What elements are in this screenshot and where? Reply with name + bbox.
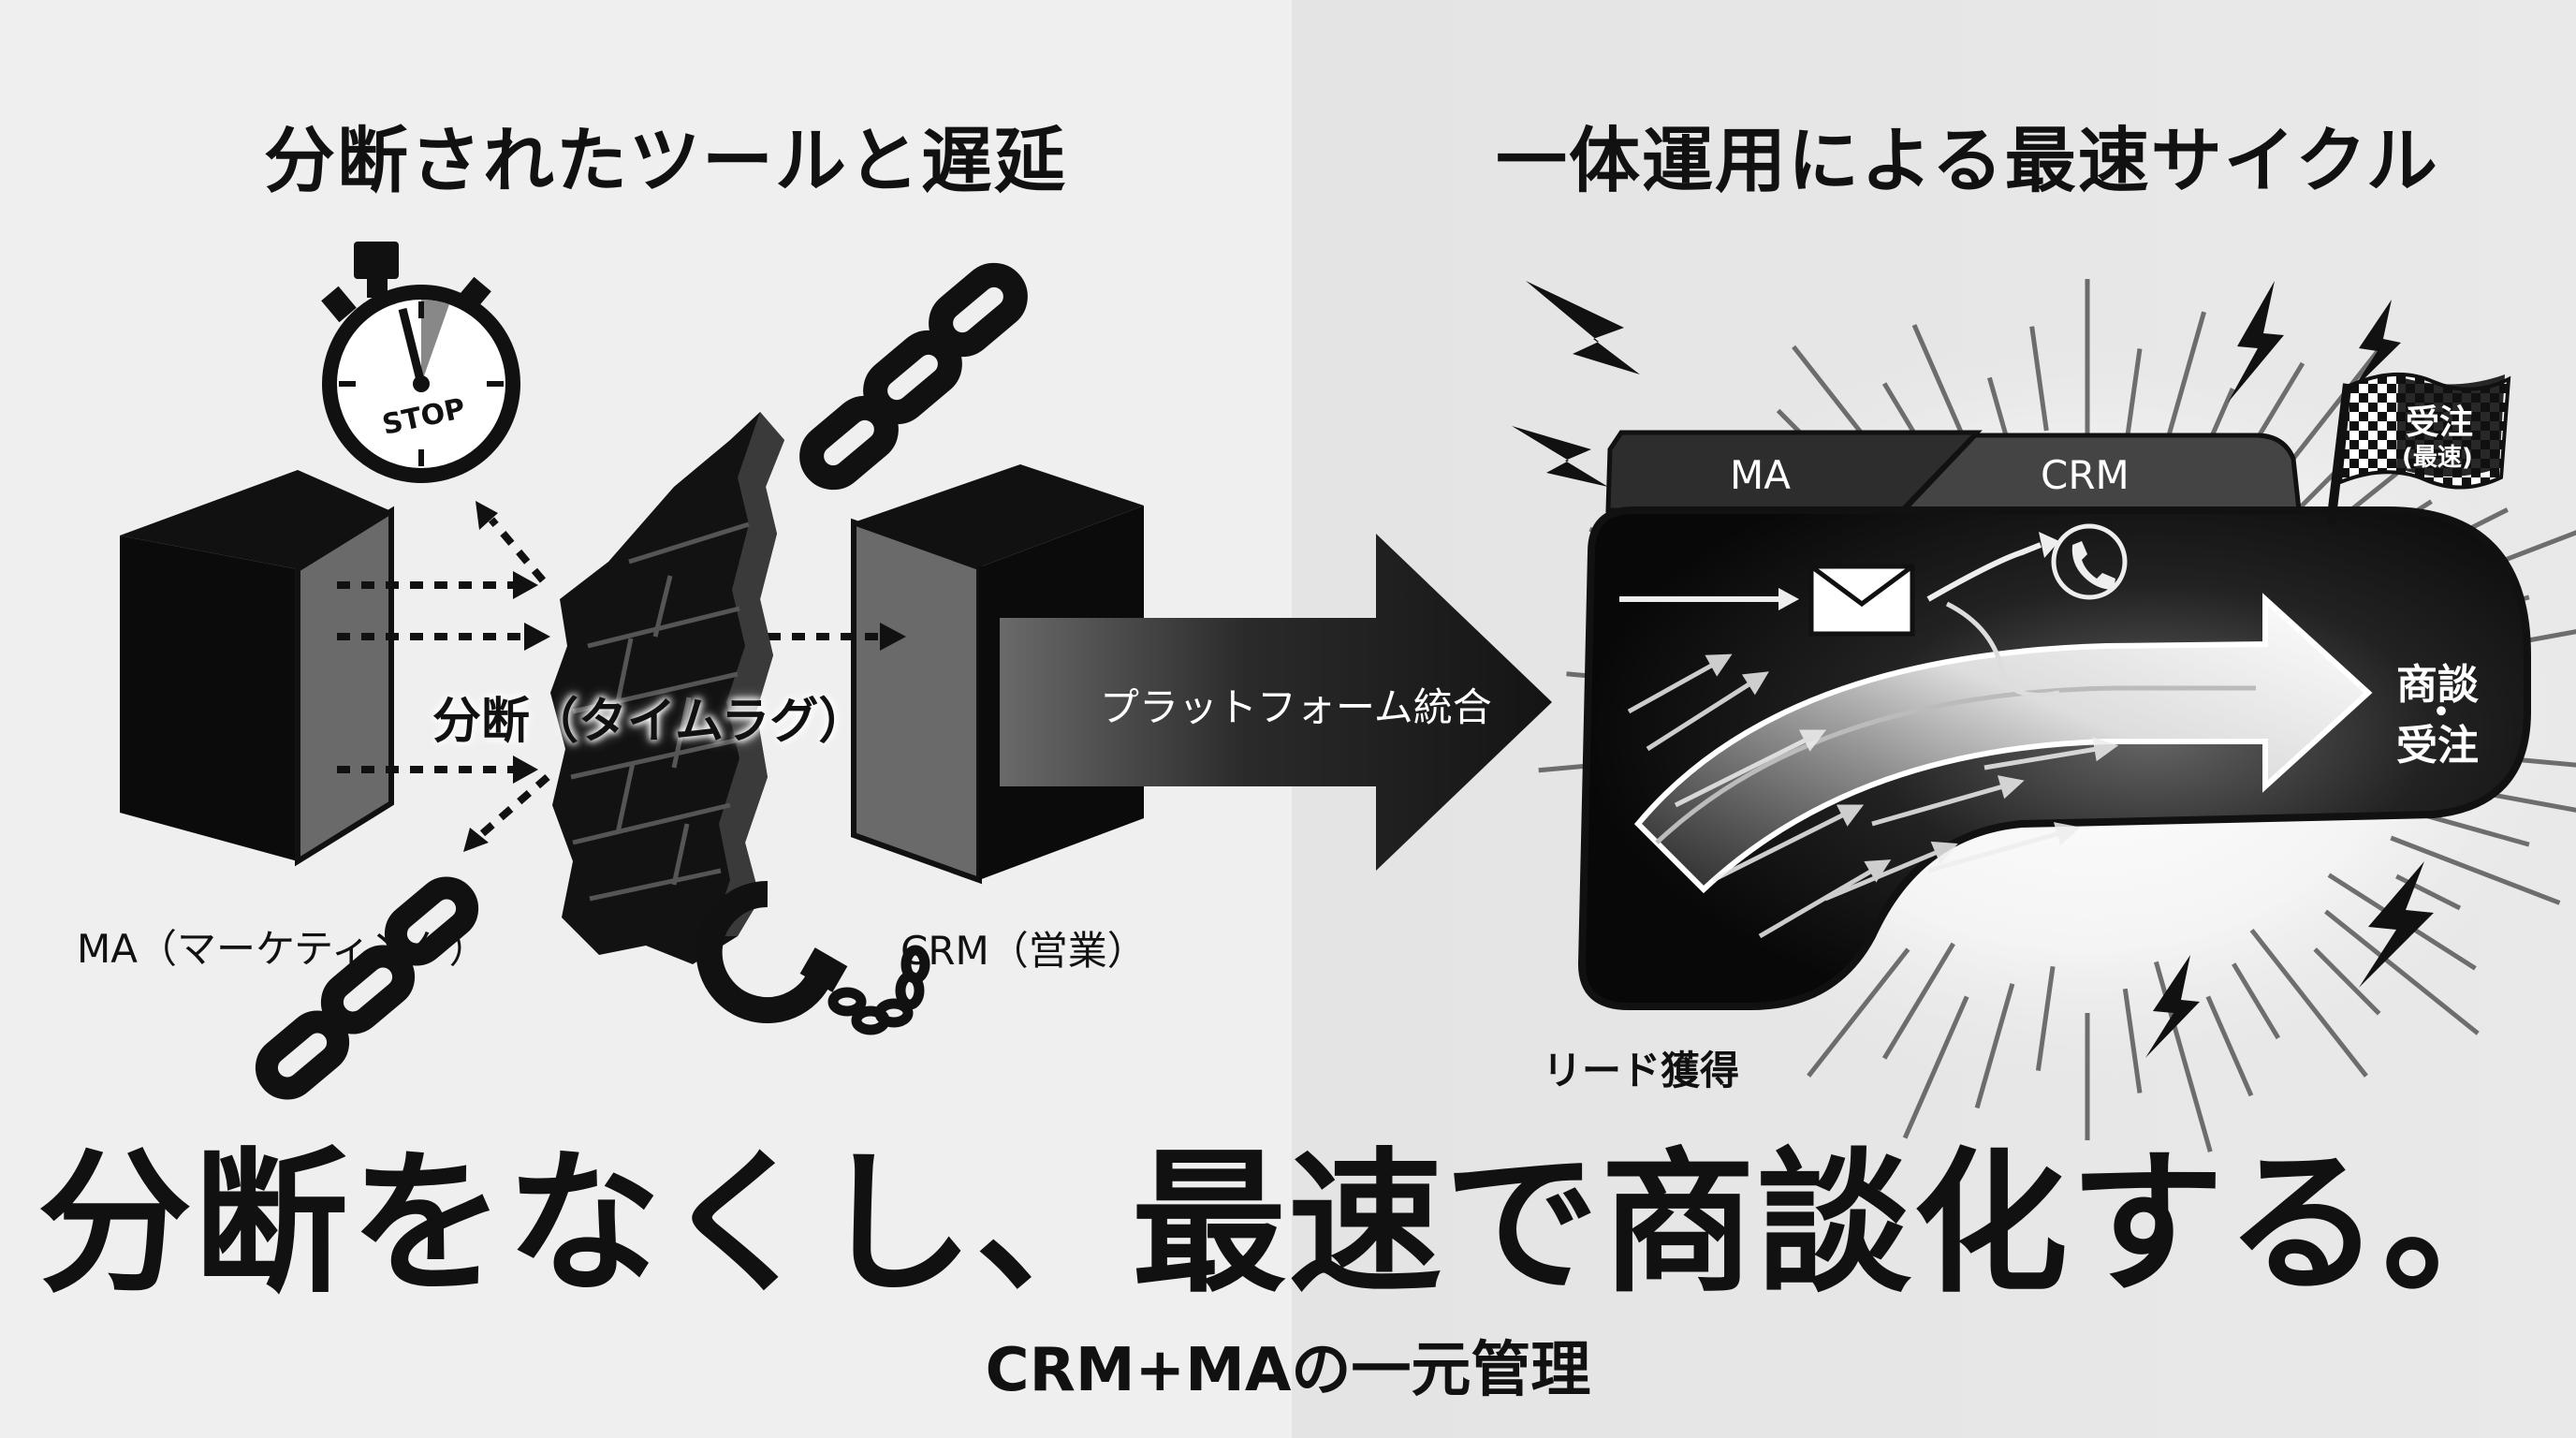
burst-ray	[2166, 311, 2207, 437]
left-panel-title: 分断されたツールと遅延	[264, 119, 1067, 202]
sub-headline: CRM+MAの一元管理	[985, 1336, 1591, 1405]
platform-integration-label: プラットフォーム統合	[1100, 684, 1492, 730]
handcuff-icon	[695, 880, 930, 1035]
ma-box-label: MA（マーケティング）	[77, 926, 489, 972]
lead-acquisition-label: リード獲得	[1543, 1048, 1740, 1093]
speed-line	[1674, 737, 1808, 808]
broken-chain-top-icon	[799, 262, 1028, 491]
burst-ray	[1807, 947, 1910, 1078]
burst-ray	[2279, 345, 2383, 476]
speed-line	[1646, 681, 1752, 752]
main-headline: 分断をなくし、最速で商談化する。	[37, 1134, 2539, 1313]
speed-line-head	[1930, 841, 1958, 864]
platform-integration-arrow	[1000, 534, 1552, 871]
burst-ray	[2205, 995, 2254, 1097]
gap-label: 分断（タイムラグ）	[432, 694, 868, 750]
platform-tabs	[1605, 430, 2302, 513]
burst-ray	[2313, 947, 2381, 1016]
burst-ray	[1881, 942, 1955, 1060]
tab-crm-label: CRM	[2041, 452, 2130, 498]
burst-ray	[1974, 983, 2015, 1109]
mail-icon	[1808, 564, 1915, 637]
speed-lines	[1627, 653, 2119, 939]
checkered-flag-icon	[2326, 373, 2511, 525]
mail-flow	[1619, 532, 2060, 697]
speed-line	[1758, 868, 1874, 939]
burst-ray	[2122, 988, 2143, 1093]
speed-line-head	[2053, 822, 2081, 846]
burst-ray	[1902, 995, 1969, 1139]
tab-ma-label: MA	[1730, 452, 1791, 498]
goal-label-dot: ・	[2422, 691, 2460, 734]
speed-line-head	[1798, 729, 1827, 752]
brick-wall-icon	[550, 412, 784, 964]
speed-line	[1627, 662, 1715, 714]
flag-label-fastest: (最速)	[2402, 444, 2473, 472]
flag-label-order: 受注	[2406, 404, 2474, 442]
speed-line-head	[1997, 775, 2025, 800]
blocked-data-arrows	[337, 517, 880, 842]
burst-ray	[2029, 326, 2049, 432]
speed-line	[1871, 784, 2004, 827]
lead-to-deal-arrow	[1633, 593, 2373, 894]
goal-label-order: 受注	[2396, 722, 2479, 770]
burst-ray	[2035, 965, 2056, 1071]
speed-line-head	[1836, 804, 1865, 827]
speed-line	[1824, 849, 1939, 902]
burst-ray	[2249, 928, 2368, 1078]
crm-box-label: CRM（営業）	[900, 928, 1147, 974]
speed-line	[1927, 830, 2060, 873]
dotted-arrow-heads	[463, 501, 906, 852]
phone-icon	[2051, 523, 2128, 600]
speed-line	[1711, 812, 1846, 883]
speed-line-head	[1705, 653, 1733, 677]
stopwatch-icon	[321, 242, 520, 483]
speed-line	[1983, 746, 2098, 770]
burst-ray	[2324, 909, 2480, 1035]
speed-line-head	[2092, 737, 2119, 762]
speed-line-head	[1741, 671, 1769, 696]
broken-chain-bottom-icon	[255, 876, 479, 1100]
burst-ray	[2390, 835, 2561, 905]
burst-ray	[2232, 962, 2281, 1040]
ma-box-3d	[120, 470, 394, 867]
speed-line-head	[1864, 859, 1892, 883]
goal-label-deal: 商談	[2396, 661, 2479, 709]
right-panel-title: 一体運用による最速サイクル	[1496, 119, 2439, 202]
